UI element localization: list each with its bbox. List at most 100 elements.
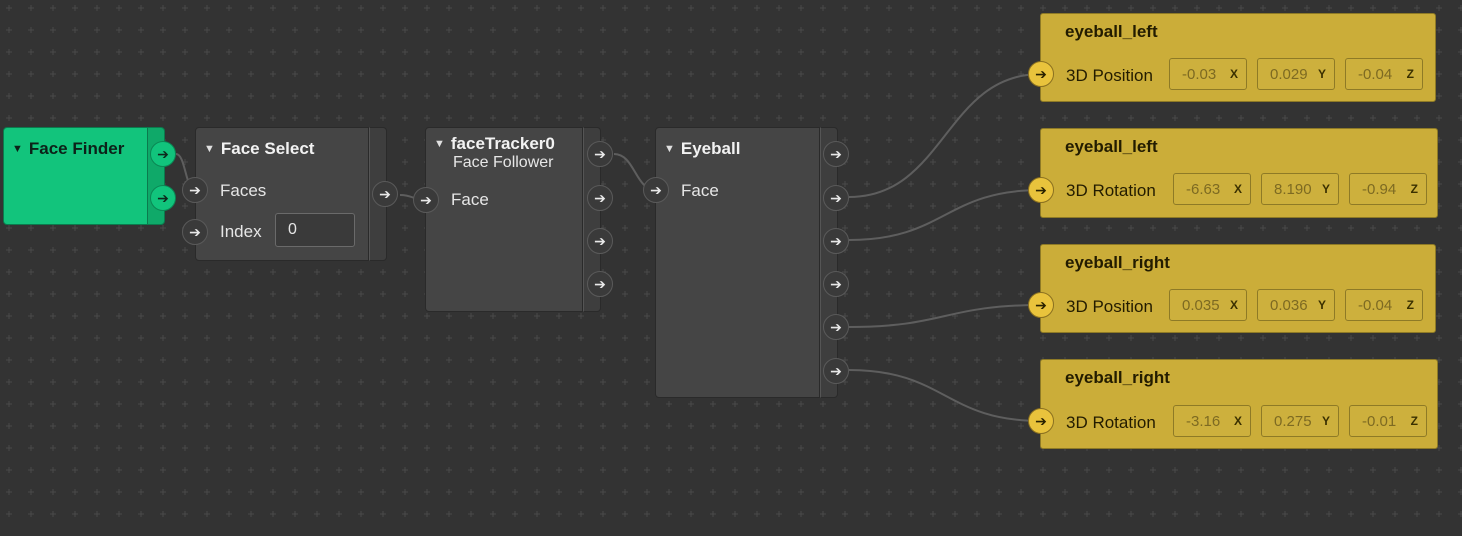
patch-property-label: 3D Rotation <box>1066 413 1156 432</box>
patch-input-port-3[interactable]: ➔ <box>1028 292 1054 318</box>
patch-input-port-1[interactable]: ➔ <box>1028 61 1054 87</box>
patch-title: eyeball_right <box>1065 368 1170 387</box>
arrow-right-icon: ➔ <box>379 186 391 202</box>
triangle-down-icon[interactable]: ▼ <box>664 143 675 155</box>
axis-label: Z <box>1410 414 1418 428</box>
eyeball-output-port-4[interactable]: ➔ <box>823 271 849 297</box>
value-field-x[interactable]: -0.03 X <box>1169 58 1247 90</box>
eyeball-output-port-5[interactable]: ➔ <box>823 314 849 340</box>
value-field-z[interactable]: -0.94 Z <box>1349 173 1427 205</box>
triangle-down-icon[interactable]: ▼ <box>204 143 215 155</box>
patch-property-label: 3D Rotation <box>1066 181 1156 200</box>
arrow-right-icon: ➔ <box>830 146 842 162</box>
arrow-right-icon: ➔ <box>594 190 606 206</box>
face-select-title: ▼ Face Select <box>204 139 314 159</box>
face-tracker-node[interactable]: ▼faceTracker0 Face Follower Face ➔ ➔ ➔ ➔ <box>425 127 613 312</box>
eyeball-output-port-3[interactable]: ➔ <box>823 228 849 254</box>
value-field-y[interactable]: 0.275 Y <box>1261 405 1339 437</box>
axis-label: Y <box>1321 182 1330 196</box>
face-finder-output-port-1[interactable]: ➔ <box>150 141 176 167</box>
patch-title: eyeball_right <box>1065 253 1170 272</box>
triangle-down-icon[interactable]: ▼ <box>434 138 445 150</box>
face-tracker-output-port-2[interactable]: ➔ <box>587 185 613 211</box>
patch-title: eyeball_left <box>1065 22 1158 41</box>
value-field-z[interactable]: -0.04 Z <box>1345 289 1423 321</box>
value-text: -6.63 <box>1186 181 1221 198</box>
face-tracker-face-label: Face <box>451 190 489 209</box>
value-field-z[interactable]: -0.04 Z <box>1345 58 1423 90</box>
eyeball-output-port-6[interactable]: ➔ <box>823 358 849 384</box>
axis-label: Y <box>1317 298 1326 312</box>
value-text: 0.029 <box>1270 66 1308 83</box>
axis-label: Z <box>1406 298 1414 312</box>
axis-label: X <box>1229 67 1238 81</box>
value-text: -0.04 <box>1358 66 1393 83</box>
faces-input-label: Faces <box>220 181 267 200</box>
face-tracker-body <box>425 127 583 312</box>
value-text: 0.275 <box>1274 413 1312 430</box>
face-tracker-output-column <box>583 127 601 312</box>
face-tracker-output-port-4[interactable]: ➔ <box>587 271 613 297</box>
face-tracker-output-port-1[interactable]: ➔ <box>587 141 613 167</box>
arrow-right-icon: ➔ <box>830 190 842 206</box>
arrow-right-icon: ➔ <box>189 182 201 198</box>
index-value-field[interactable]: 0 <box>275 213 355 247</box>
patch-node-eyeball-left-position[interactable]: eyeball_left 3D Position -0.03 X 0.029 Y -… <box>1040 13 1436 102</box>
face-select-output-port[interactable]: ➔ <box>372 181 398 207</box>
value-field-y[interactable]: 8.190 Y <box>1261 173 1339 205</box>
eyeball-body <box>655 127 820 398</box>
face-tracker-input-port[interactable]: ➔ <box>413 187 439 213</box>
arrow-right-icon: ➔ <box>420 192 432 208</box>
axis-label: Z <box>1406 67 1414 81</box>
face-finder-title-text: Face Finder <box>28 139 125 158</box>
face-select-node[interactable]: ▼Face Select Faces Index 0 ➔ <box>195 127 398 261</box>
arrow-right-icon: ➔ <box>157 146 169 162</box>
patch-title: eyeball_left <box>1065 137 1158 156</box>
arrow-right-icon: ➔ <box>1035 182 1047 198</box>
arrow-right-icon: ➔ <box>594 276 606 292</box>
value-field-y[interactable]: 0.029 Y <box>1257 58 1335 90</box>
face-select-title-text: Face Select <box>220 139 315 158</box>
axis-label: Z <box>1410 182 1418 196</box>
axis-label: X <box>1233 414 1242 428</box>
value-text: 8.190 <box>1274 181 1312 198</box>
axis-label: Y <box>1317 67 1326 81</box>
face-tracker-output-port-3[interactable]: ➔ <box>587 228 613 254</box>
arrow-right-icon: ➔ <box>830 276 842 292</box>
triangle-down-icon[interactable]: ▼ <box>12 143 23 155</box>
patch-property-label: 3D Position <box>1066 297 1153 316</box>
face-finder-output-port-2[interactable]: ➔ <box>150 185 176 211</box>
patch-input-port-2[interactable]: ➔ <box>1028 177 1054 203</box>
arrow-right-icon: ➔ <box>1035 297 1047 313</box>
eyeball-title: ▼ Eyeball <box>664 139 740 159</box>
patch-property-label: 3D Position <box>1066 66 1153 85</box>
value-text: -0.04 <box>1358 297 1393 314</box>
arrow-right-icon: ➔ <box>189 224 201 240</box>
axis-label: Y <box>1321 414 1330 428</box>
eyeball-output-port-2[interactable]: ➔ <box>823 185 849 211</box>
value-field-x[interactable]: -3.16 X <box>1173 405 1251 437</box>
faces-input-port[interactable]: ➔ <box>182 177 208 203</box>
eyeball-node[interactable]: ▼Eyeball Face ➔ ➔ ➔ ➔ ➔ ➔ <box>655 127 849 398</box>
axis-label: X <box>1229 298 1238 312</box>
value-text: -0.94 <box>1362 181 1397 198</box>
arrow-right-icon: ➔ <box>830 233 842 249</box>
eyeball-output-port-1[interactable]: ➔ <box>823 141 849 167</box>
face-finder-node[interactable]: ▼ Face Finder ➔ ➔ <box>3 127 176 225</box>
value-text: -3.16 <box>1186 413 1221 430</box>
index-input-port[interactable]: ➔ <box>182 219 208 245</box>
eyeball-input-port[interactable]: ➔ <box>643 177 669 203</box>
patch-input-port-4[interactable]: ➔ <box>1028 408 1054 434</box>
eyeball-title-text: Eyeball <box>680 139 741 158</box>
value-text: -0.03 <box>1182 66 1217 83</box>
arrow-right-icon: ➔ <box>157 190 169 206</box>
arrow-right-icon: ➔ <box>650 182 662 198</box>
arrow-right-icon: ➔ <box>830 319 842 335</box>
